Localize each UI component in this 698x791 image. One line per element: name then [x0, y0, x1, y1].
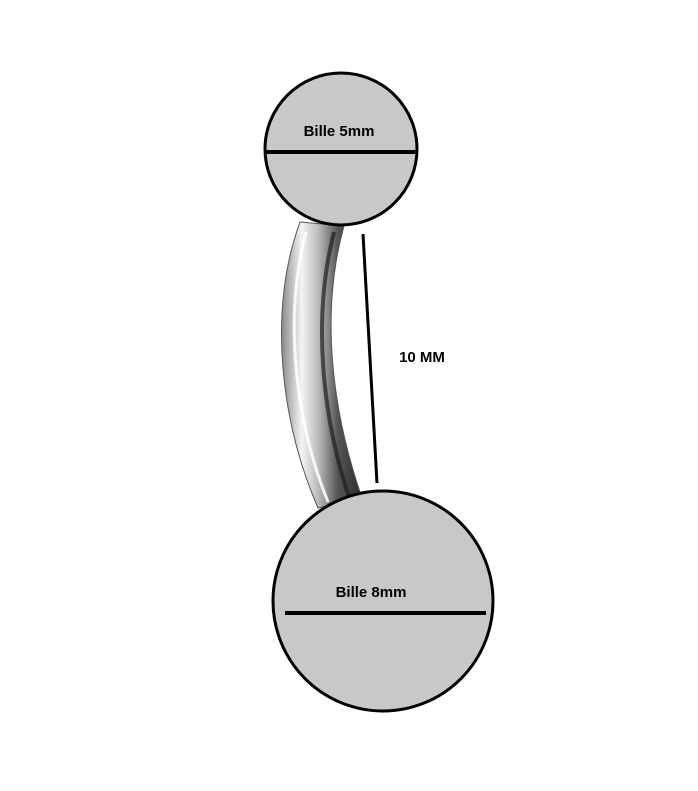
small-ball: Bille 5mm [263, 71, 419, 227]
large-ball-circle [271, 489, 495, 713]
length-measurement: 10 MM [361, 233, 445, 484]
large-ball-label: Bille 8mm [336, 584, 407, 601]
small-ball-circle [263, 71, 419, 227]
small-ball-label: Bille 5mm [304, 123, 375, 140]
length-measurement-line [361, 233, 379, 484]
large-ball: Bille 8mm [271, 489, 495, 713]
curved-bar [281, 221, 363, 509]
length-measurement-label: 10 MM [399, 349, 445, 366]
curved-bar-highlight [292, 231, 330, 503]
curved-bar-shadow [320, 231, 352, 501]
